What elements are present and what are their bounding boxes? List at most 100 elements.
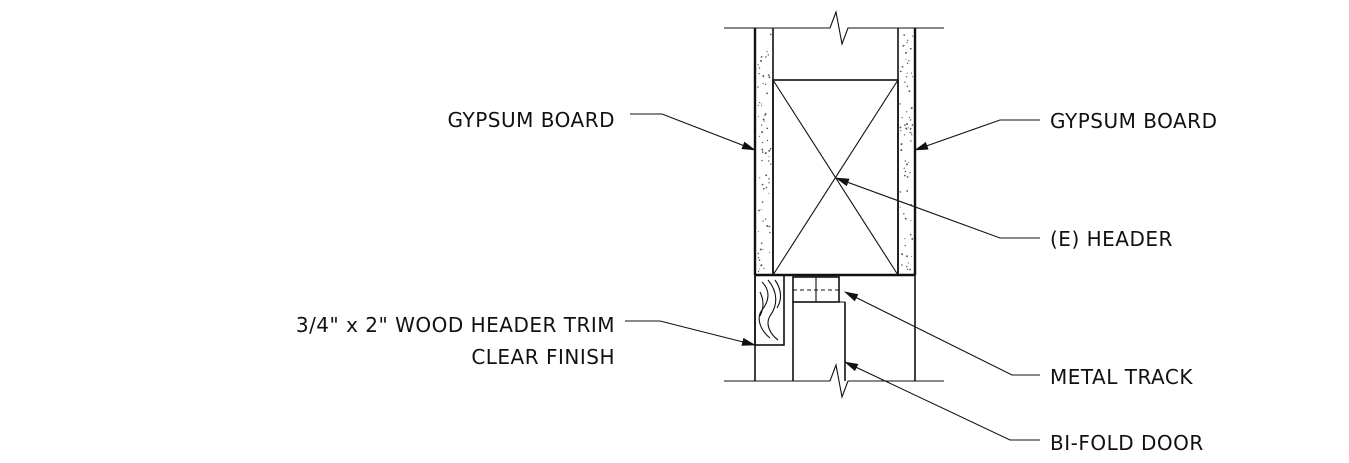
stipple-dot [765, 186, 768, 189]
stipple-dot [757, 230, 759, 233]
stipple-dot [766, 92, 768, 95]
stipple-dot [757, 257, 760, 259]
stipple-dot [905, 265, 908, 268]
stipple-dot [904, 51, 907, 54]
label-metal-track: METAL TRACK [1050, 365, 1193, 389]
stipple-dot [758, 268, 761, 270]
stipple-dot [766, 127, 769, 130]
label-gypsum-board-left: GYPSUM BOARD [448, 108, 615, 132]
stipple-dot [759, 177, 761, 179]
stipple-dot [905, 76, 908, 78]
stipple-dot [903, 44, 905, 47]
stipple-dot [762, 248, 764, 250]
stipple-dot [766, 139, 769, 142]
stipple-dot [760, 124, 763, 126]
label-wood-trim-line1: 3/4" x 2" WOOD HEADER TRIM [296, 313, 615, 337]
stipple-dot [909, 171, 911, 174]
stipple-dot [910, 203, 913, 206]
stipple-dot [768, 225, 771, 228]
stipple-dot [906, 111, 908, 113]
leader-wood-trim [625, 320, 756, 346]
top-break-line [724, 9, 944, 47]
stipple-dot [760, 209, 762, 211]
gypsum-stipple-left [757, 33, 772, 273]
leader-gypsum-right [914, 119, 1040, 151]
stipple-dot [909, 119, 912, 121]
label-gypsum-board-right: GYPSUM BOARD [1050, 109, 1217, 133]
stipple-dot [904, 170, 907, 173]
stipple-dot [903, 134, 906, 136]
stipple-dot [761, 148, 764, 151]
stipple-dot [761, 201, 764, 203]
stipple-dot [904, 244, 906, 247]
stipple-dot [911, 237, 914, 240]
stipple-dot [762, 75, 765, 78]
stipple-dot [757, 116, 760, 118]
stipple-dot [762, 187, 765, 190]
stipple-dot [757, 86, 759, 88]
stipple-dot [907, 127, 909, 129]
label-header: (E) HEADER [1050, 227, 1173, 251]
stipple-dot [768, 149, 771, 152]
stipple-dot [906, 176, 909, 178]
stipple-dot [761, 131, 764, 134]
stipple-dot [765, 56, 767, 58]
leader-gypsum-left [630, 113, 756, 151]
stipple-dot [766, 50, 768, 53]
stipple-dot [761, 159, 763, 162]
stipple-dot [758, 67, 761, 69]
stipple-dot [900, 129, 902, 132]
label-wood-trim-line2: CLEAR FINISH [471, 345, 615, 369]
stipple-dot [760, 264, 763, 267]
stipple-dot [909, 268, 911, 271]
leader-bifold-door [844, 361, 1040, 441]
stipple-dot [761, 141, 764, 144]
stipple-dot [910, 72, 913, 74]
stipple-dot [909, 131, 911, 134]
stipple-dot [904, 124, 906, 126]
stipple-dot [909, 233, 912, 236]
leader-lines [625, 113, 1040, 441]
stipple-dot [908, 90, 911, 93]
stipple-dot [757, 104, 759, 106]
stipple-dot [906, 190, 908, 192]
leader-metal-track [844, 291, 1040, 376]
stipple-dot [761, 103, 763, 105]
stipple-dot [762, 118, 765, 121]
stipple-dot [904, 217, 907, 220]
stipple-dot [757, 64, 759, 66]
stipple-dot [908, 60, 910, 62]
metal-track [792, 276, 840, 303]
stipple-dot [904, 160, 907, 162]
stipple-dot [912, 76, 914, 78]
stipple-dot [766, 225, 769, 227]
stipple-dot [762, 82, 764, 84]
stipple-dot [768, 192, 770, 194]
stipple-dot [763, 267, 765, 270]
stipple-dot [906, 41, 908, 44]
stipple-dot [901, 66, 904, 68]
stipple-dot [758, 135, 761, 137]
stipple-dot [906, 62, 909, 64]
stipple-dot [767, 74, 770, 77]
stipple-dot [906, 72, 908, 74]
stipple-dot [761, 105, 763, 107]
stipple-dot [760, 59, 762, 62]
stipple-dot [906, 255, 908, 258]
stipple-dot [908, 116, 911, 119]
stipple-dot [760, 56, 763, 58]
stipple-dot [906, 268, 909, 271]
stipple-dot [907, 262, 909, 264]
gypsum-board-right [897, 28, 917, 275]
stipple-dot [910, 219, 912, 221]
stipple-dot [904, 174, 906, 177]
stipple-dot [769, 231, 771, 234]
stipple-dot [899, 191, 902, 193]
stipple-dot [768, 182, 770, 184]
stipple-dot [906, 163, 908, 166]
stipple-dot [757, 252, 760, 255]
stipple-dot [909, 127, 912, 130]
stipple-dot [906, 85, 909, 88]
opening-jambs [754, 275, 916, 381]
